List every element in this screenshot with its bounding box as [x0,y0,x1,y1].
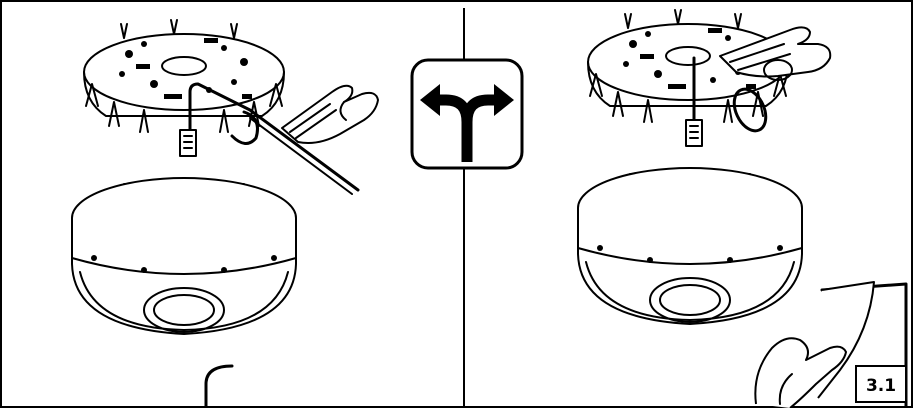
rj45-connector-right [686,120,702,146]
page-curl-left [206,366,232,408]
step-badge-label: 3.1 [866,376,896,396]
left-panel [72,20,378,408]
mounting-bracket-left [84,20,284,132]
rj45-connector-left [180,130,196,156]
pointing-hand-icon [282,86,378,143]
fork-arrows-icon [412,60,522,168]
right-panel: 3.1 [578,10,906,408]
dome-camera-left [72,178,296,334]
dome-camera-right [578,168,802,324]
